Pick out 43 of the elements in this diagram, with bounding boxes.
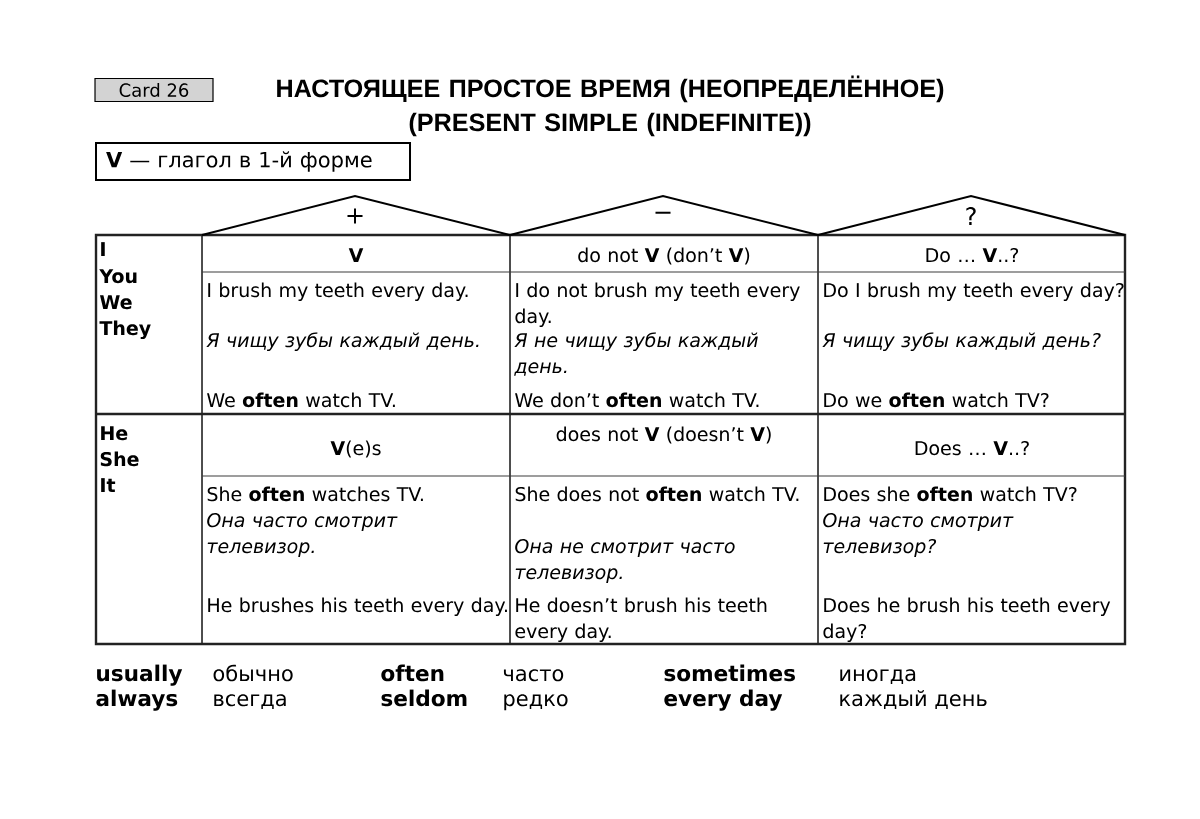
column-heading: does not V (doesn’t V)	[556, 426, 771, 444]
translation-word: часто	[503, 669, 564, 682]
column-heading: Does … V..?	[915, 440, 1029, 456]
example-sentence: I brush my teeth every day.	[208, 282, 468, 301]
pronoun-label: It	[101, 478, 116, 492]
translation-word: иногда	[840, 669, 916, 684]
card-number-box: Card 26	[94, 77, 214, 103]
adverb-word: often	[381, 664, 444, 682]
translation-word: редко	[504, 694, 568, 711]
example-sentence: Do I brush my teeth every day?	[824, 282, 1124, 301]
pronoun-label: I	[101, 242, 105, 256]
title: НАСТОЯЩЕЕ ПРОСТОЕ ВРЕМЯ (НЕОПРЕДЕЛЁННОЕ) (PRESENT SIMPLE (INDEFINITE))	[277, 75, 944, 137]
example-sentence: She does not often watch TV.	[515, 486, 799, 502]
translation-text: Она часто смотрит телевизор?	[823, 512, 1014, 557]
example-sentence: He doesn’t brush his teeth every day.	[515, 597, 767, 642]
example-sentence: We often watch TV.	[207, 392, 395, 408]
pronoun-label: They	[99, 320, 151, 340]
translation-word: всегда	[214, 694, 286, 709]
legend-box: V — глагол в 1-й форме	[95, 142, 411, 181]
translation-text: Я чищу зубы каждый день.	[206, 332, 479, 351]
translation-text: Я чищу зубы каждый день?	[822, 332, 1101, 351]
example-sentence: Does she often watch TV?	[824, 486, 1077, 502]
example-sentence: Does he brush his teeth every day?	[823, 597, 1111, 642]
pronoun-label: She	[100, 451, 139, 467]
translation-word: обычно	[213, 664, 293, 682]
example-sentence: She often watches TV.	[207, 486, 423, 502]
example-sentence: I do not brush my teeth every day.	[515, 282, 800, 327]
pronoun-label: We	[99, 295, 132, 310]
column-heading: V(e)s	[330, 440, 381, 458]
pronoun-label: He	[101, 426, 128, 441]
adverb-word: usually	[97, 664, 183, 686]
pronoun-label: You	[99, 269, 137, 284]
adverb-word: sometimes	[664, 664, 795, 682]
adverb-word: every day	[664, 689, 783, 711]
translation-text: Я не чищу зубы каждый день.	[514, 332, 758, 376]
translation-word: каждый день	[840, 690, 987, 709]
adverb-word: always	[96, 689, 178, 711]
example-sentence: We don’t often watch TV.	[515, 392, 759, 408]
adverb-word: seldom	[381, 689, 467, 707]
translation-text: Она часто смотрит телевизор.	[207, 512, 398, 557]
translation-text: Она не смотрит часто телевизор.	[515, 538, 735, 583]
example-sentence: He brushes his teeth every day.	[208, 597, 507, 616]
example-sentence: Do we often watch TV?	[824, 392, 1049, 408]
